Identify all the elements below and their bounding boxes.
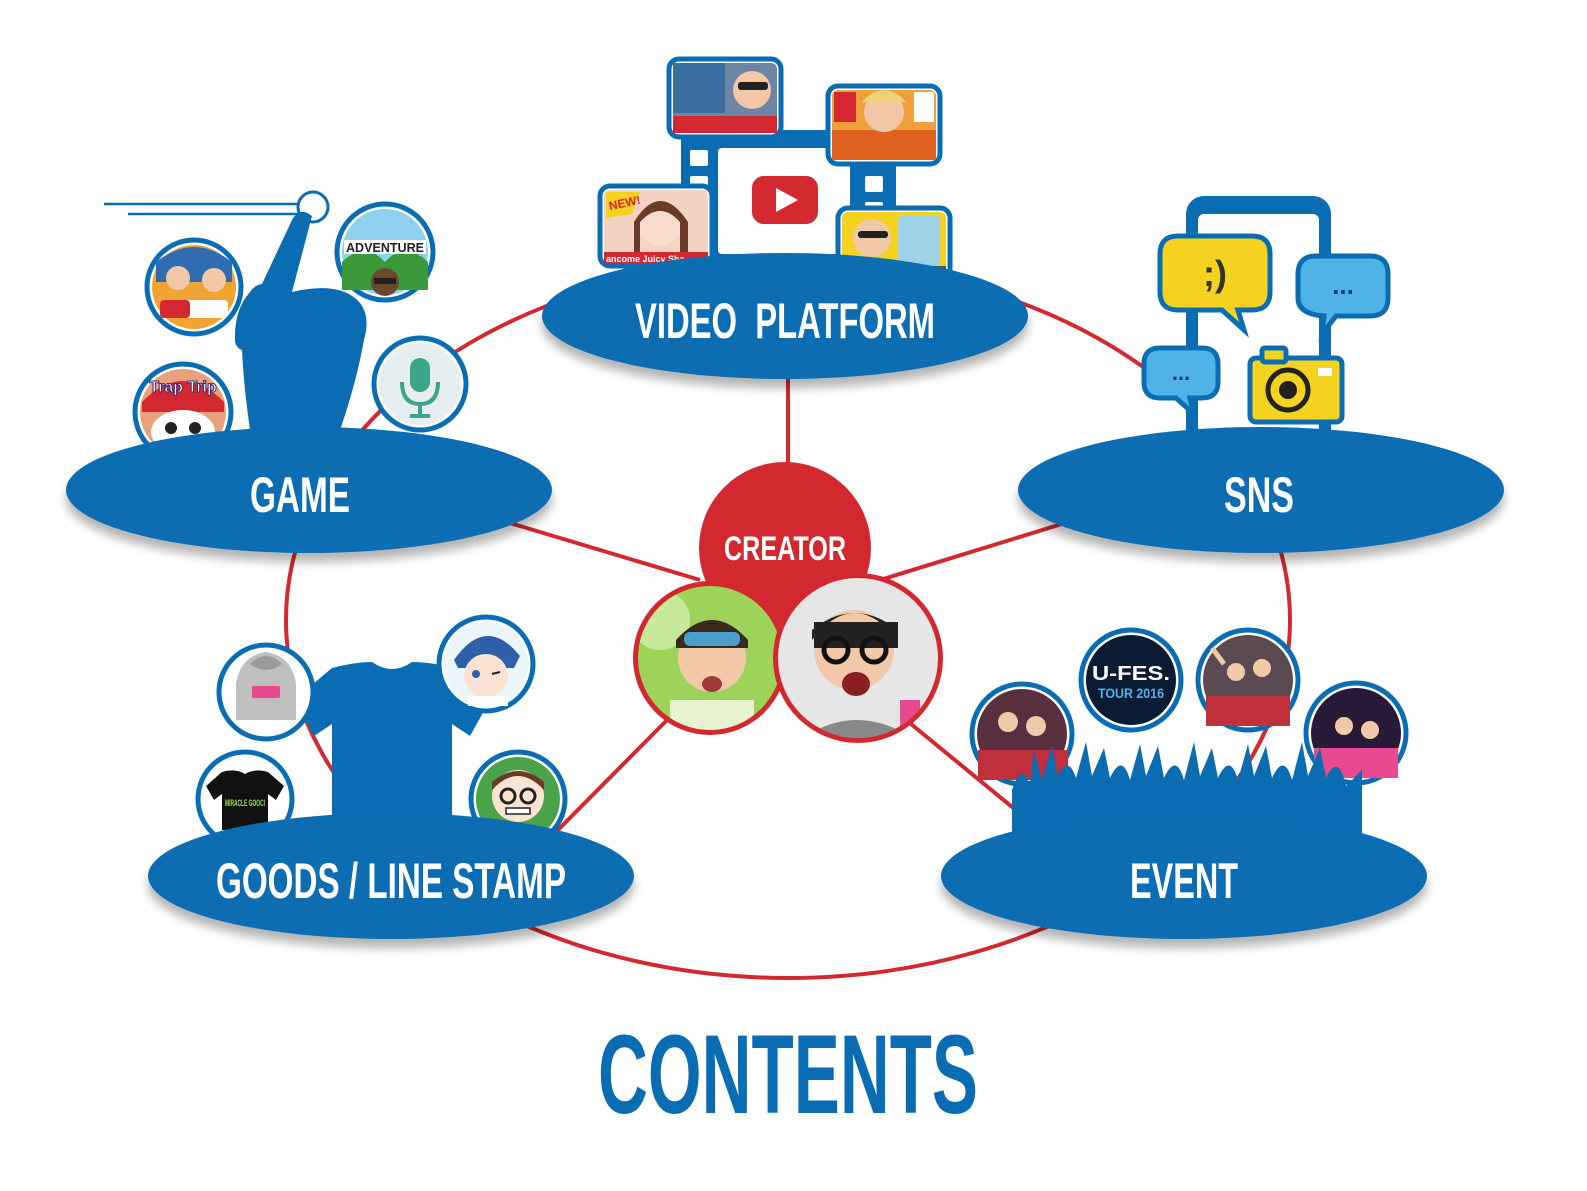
microphone-icon bbox=[371, 335, 469, 433]
video-thumb-new-text: NEW! bbox=[608, 193, 642, 213]
youtube-play-icon bbox=[752, 176, 818, 224]
node-sns: ;) ... ... SNS bbox=[1018, 196, 1504, 553]
event-ellipse bbox=[941, 813, 1427, 939]
tshirt-icon bbox=[294, 662, 490, 860]
sns-bubble-dots-right-text: ... bbox=[1332, 270, 1354, 300]
spoke-event bbox=[898, 713, 1030, 822]
chat-bubble-emoticon-icon: ;) bbox=[1157, 233, 1273, 338]
game-thumb-adventure-text: ADVENTURE bbox=[346, 240, 424, 255]
spoke-goods bbox=[546, 713, 674, 842]
spoke-sns bbox=[879, 521, 1066, 582]
goods-thumb-tshirt-text: MIRACLE GOOCI bbox=[225, 798, 265, 808]
spoke-game bbox=[509, 521, 701, 582]
sns-bubble-dots-left-text: ... bbox=[1172, 360, 1190, 385]
goods-icon-hoodie bbox=[216, 642, 316, 742]
node-goods: MIRACLE GOOCI GOODS / LINE STAMP bbox=[148, 614, 634, 939]
game-icon-adventure: ADVENTURE bbox=[334, 201, 436, 303]
game-label: GAME bbox=[250, 467, 350, 523]
event-photo-ufes: U-FES. TOUR 2016 bbox=[1078, 627, 1184, 733]
event-thumb-ufes-text: U-FES. bbox=[1092, 663, 1170, 685]
node-event: U-FES. TOUR 2016 EVENT bbox=[941, 627, 1427, 939]
sns-bubble-emoticon-text: ;) bbox=[1203, 253, 1227, 294]
chat-bubble-right-icon: ... bbox=[1295, 253, 1391, 343]
event-thumb-tour-text: TOUR 2016 bbox=[1098, 685, 1164, 701]
camera-icon bbox=[1247, 345, 1345, 425]
video-thumb-caption-text: ancome Juicy Sha bbox=[606, 254, 686, 264]
node-game: ADVENTURE Trap Trip GAME bbox=[66, 190, 552, 553]
video-platform-ellipse bbox=[542, 253, 1028, 379]
video-thumbnail-3: NEW! ancome Juicy Sha bbox=[597, 183, 715, 269]
swipe-lines-icon bbox=[104, 190, 330, 224]
game-thumb-trap-text: Trap Trip bbox=[149, 379, 217, 396]
node-video-platform: NEW! ancome Juicy Sha VIDEO PLATFORM bbox=[542, 56, 1028, 379]
event-photo-1 bbox=[969, 681, 1075, 787]
goods-icon-stamp-boy bbox=[436, 614, 536, 714]
event-label: EVENT bbox=[1130, 853, 1238, 909]
contents-title: CONTENTS bbox=[598, 1012, 978, 1137]
sns-ellipse bbox=[1018, 427, 1504, 553]
event-photo-3 bbox=[1195, 627, 1301, 733]
goods-ellipse bbox=[148, 813, 634, 939]
goods-label: GOODS / LINE STAMP bbox=[216, 853, 566, 909]
chat-bubble-left-icon: ... bbox=[1141, 345, 1221, 422]
event-photo-4 bbox=[1303, 680, 1409, 786]
game-ellipse bbox=[66, 427, 552, 553]
video-platform-label: VIDEO PLATFORM bbox=[635, 293, 935, 349]
node-creator: CREATOR bbox=[633, 462, 943, 743]
video-thumbnail-1 bbox=[666, 56, 784, 140]
creator-label: CREATOR bbox=[724, 530, 846, 568]
pointing-hand-icon bbox=[234, 211, 367, 430]
game-icon-tennis bbox=[144, 237, 244, 337]
sns-label: SNS bbox=[1224, 467, 1294, 523]
video-thumbnail-2 bbox=[825, 83, 943, 167]
creator-avatar-right bbox=[773, 573, 943, 743]
